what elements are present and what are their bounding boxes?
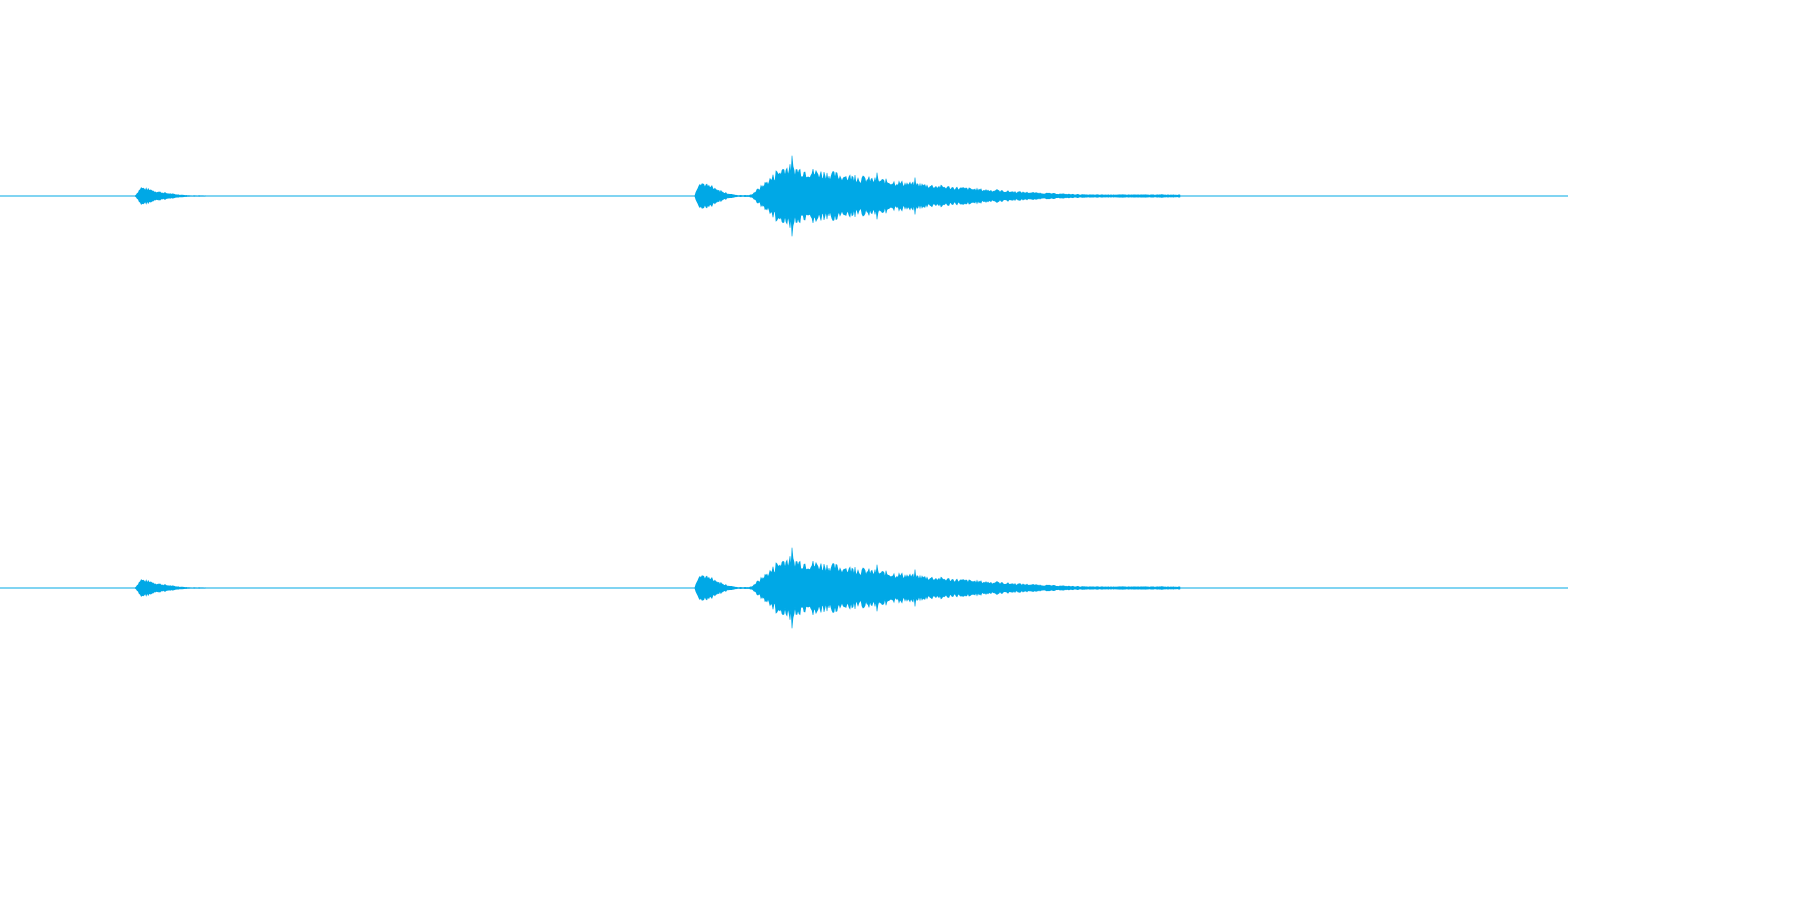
waveform-burst: [694, 183, 751, 209]
waveform-burst: [694, 575, 751, 601]
waveform-burst: [749, 155, 1181, 237]
waveform-burst: [749, 547, 1181, 629]
waveform-channel-2: [0, 547, 1568, 629]
waveform-channel-1: [0, 155, 1568, 237]
waveform-burst: [134, 579, 206, 597]
stereo-waveform: [0, 155, 1568, 629]
waveform-burst: [134, 187, 206, 205]
